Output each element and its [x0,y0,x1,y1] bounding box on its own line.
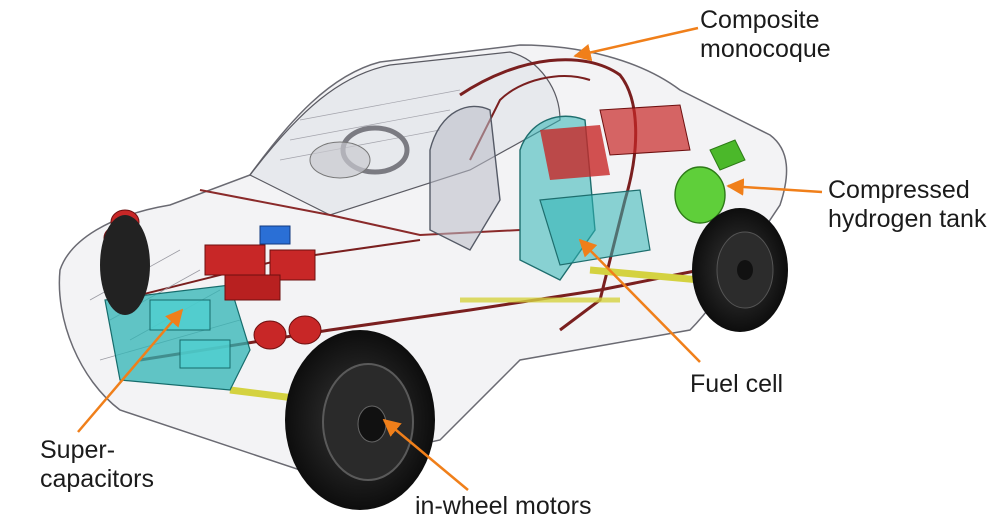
label-line: hydrogen tank [828,205,987,233]
arrow-supercapacitors [77,308,184,433]
label-line: in-wheel motors [415,492,592,520]
label-line: Compressed [828,176,970,204]
fuel-cell-stack [539,104,691,266]
rear-right-wheel [692,208,788,332]
arrow-monocoque [573,26,699,62]
arrow-hydrogen-tank [726,178,823,196]
label-compressed-hydrogen-tank: Compressed hydrogen tank [828,176,986,234]
label-line: Super- [40,436,116,464]
label-line: Fuel cell [690,370,784,398]
label-composite-monocoque: Composite monocoque [700,6,831,64]
front-left-wheel [100,215,150,315]
label-in-wheel-motors: in-wheel motors [415,492,591,521]
label-line: monocoque [700,35,831,63]
hydrogen-tank [674,139,746,224]
arrow-fuel-cell [578,238,701,363]
steering-wheel [309,125,410,179]
front-right-wheel [285,330,435,510]
label-line: capacitors [40,465,154,493]
callout-arrows [77,26,823,491]
arrow-in-wheel-motors [382,418,469,491]
label-fuel-cell: Fuel cell [690,370,783,399]
label-supercapacitors: Super- capacitors [40,436,154,494]
supercapacitor-pack [104,284,251,391]
label-line: Composite [700,6,820,34]
